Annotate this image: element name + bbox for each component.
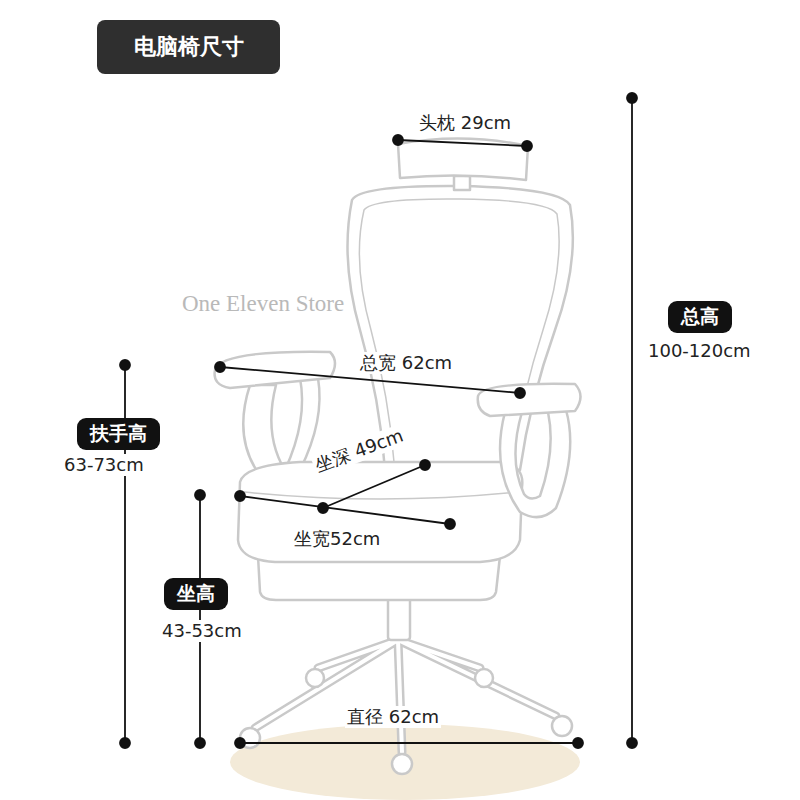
watermark: One Eleven Store bbox=[182, 290, 344, 318]
dimension-tag: 扶手高 bbox=[77, 418, 160, 450]
dimension-value: 头枕 29cm bbox=[417, 112, 513, 134]
dimension-value: 100-120cm bbox=[646, 340, 753, 362]
dimension-value: 总宽 62cm bbox=[358, 352, 454, 374]
dimension-tag: 坐高 bbox=[164, 578, 228, 610]
dimension-value: 坐宽52cm bbox=[292, 528, 382, 550]
title-box: 电脑椅尺寸 bbox=[97, 20, 280, 74]
dimension-value: 63-73cm bbox=[62, 454, 146, 476]
dimension-value: 43-53cm bbox=[160, 620, 244, 642]
dimension-name: 总高 bbox=[681, 304, 719, 330]
chair-outline bbox=[215, 138, 581, 774]
dimension-name: 坐高 bbox=[177, 581, 215, 607]
dimension-lines bbox=[120, 93, 637, 748]
dimension-name: 扶手高 bbox=[90, 421, 147, 447]
title: 电脑椅尺寸 bbox=[134, 32, 244, 62]
dimension-value: 直径 62cm bbox=[345, 706, 441, 728]
dimension-tag: 总高 bbox=[668, 301, 732, 333]
